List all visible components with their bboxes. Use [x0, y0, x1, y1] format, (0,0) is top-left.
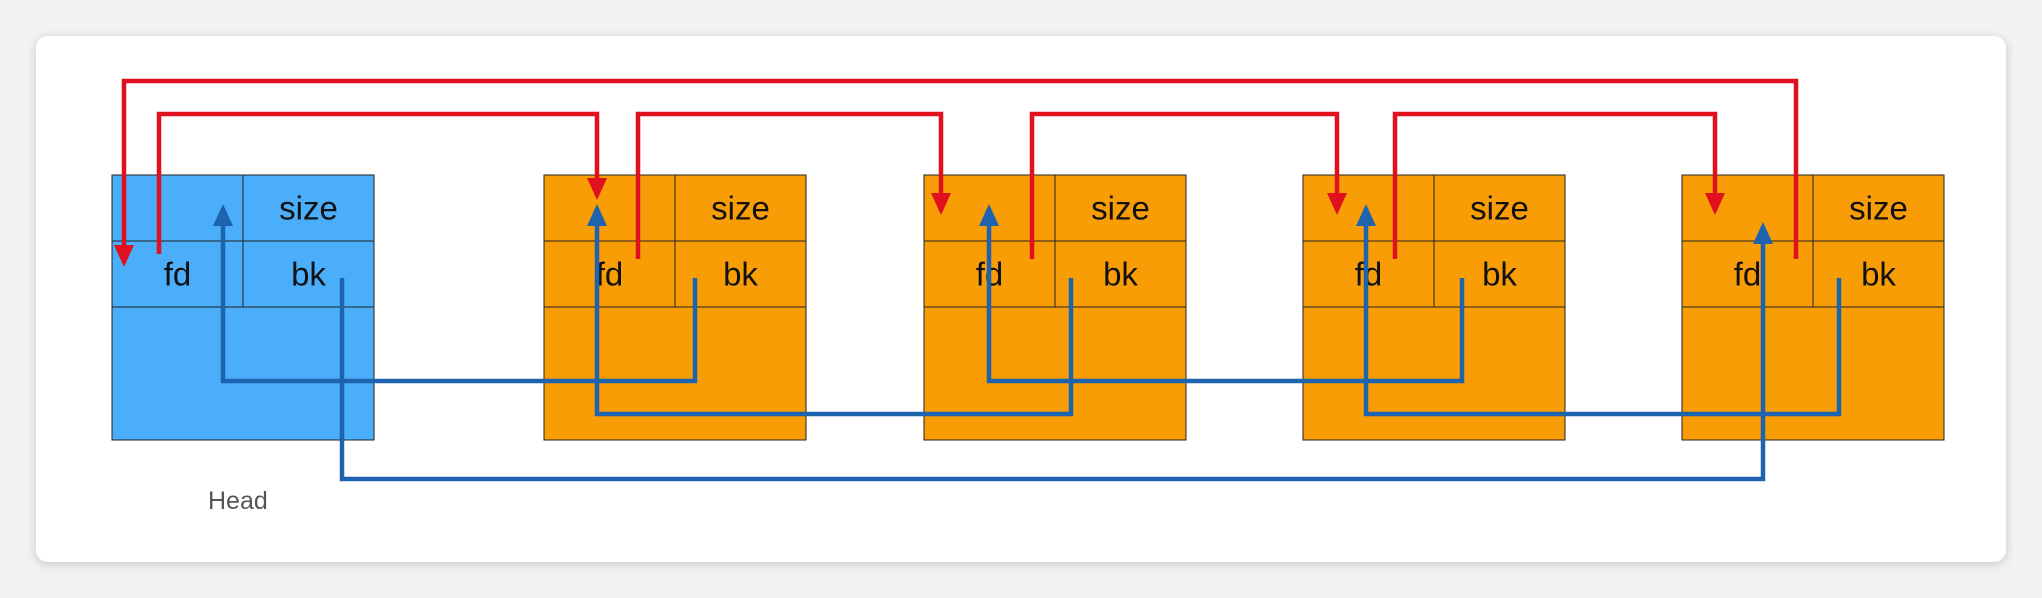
fd-field: fd	[1355, 256, 1383, 293]
bk-field: bk	[1103, 256, 1138, 293]
fd-field: fd	[1734, 256, 1762, 293]
bk-link-1-arrowhead	[213, 204, 233, 226]
bk-link-3	[986, 208, 1465, 384]
fd-link-2-arrowhead	[1327, 193, 1347, 215]
bk-link-4	[1363, 208, 1842, 417]
size-field: size	[1849, 190, 1908, 227]
bk-link-2-arrowhead	[587, 204, 607, 226]
size-field: size	[279, 190, 338, 227]
fd-link-0	[156, 111, 600, 254]
bk-field: bk	[723, 256, 758, 293]
bk-link-3-arrowhead	[979, 204, 999, 226]
chunk-0: size fd bk	[111, 174, 375, 441]
chunk-4: size fd bk	[1681, 174, 1945, 441]
fd-field: fd	[596, 256, 624, 293]
fd-link-0-arrowhead	[587, 178, 607, 200]
fd-link-3	[1392, 111, 1718, 259]
bk-link-1	[220, 208, 698, 384]
fd-link-1-arrowhead	[931, 193, 951, 215]
fd-field: fd	[164, 256, 192, 293]
size-field: size	[1470, 190, 1529, 227]
head-label: Head	[208, 487, 268, 515]
chunk-3: size fd bk	[1302, 174, 1566, 441]
bk-field: bk	[1861, 256, 1896, 293]
chunk-1: size fd bk	[543, 174, 807, 441]
bk-link-4-arrowhead	[1356, 204, 1376, 226]
bk-link-0	[339, 226, 1766, 482]
bk-field: bk	[291, 256, 326, 293]
fd-link-3-arrowhead	[1705, 193, 1725, 215]
fd-link-2	[1029, 111, 1340, 259]
bk-field: bk	[1482, 256, 1517, 293]
fd-link-1	[635, 111, 944, 259]
fd-link-4	[121, 78, 1799, 263]
fd-link-4-arrowhead	[114, 245, 134, 267]
bk-link-0-arrowhead	[1753, 222, 1773, 244]
size-field: size	[711, 190, 770, 227]
size-field: size	[1091, 190, 1150, 227]
bk-link-2	[594, 208, 1074, 417]
links-layer	[114, 78, 1842, 482]
